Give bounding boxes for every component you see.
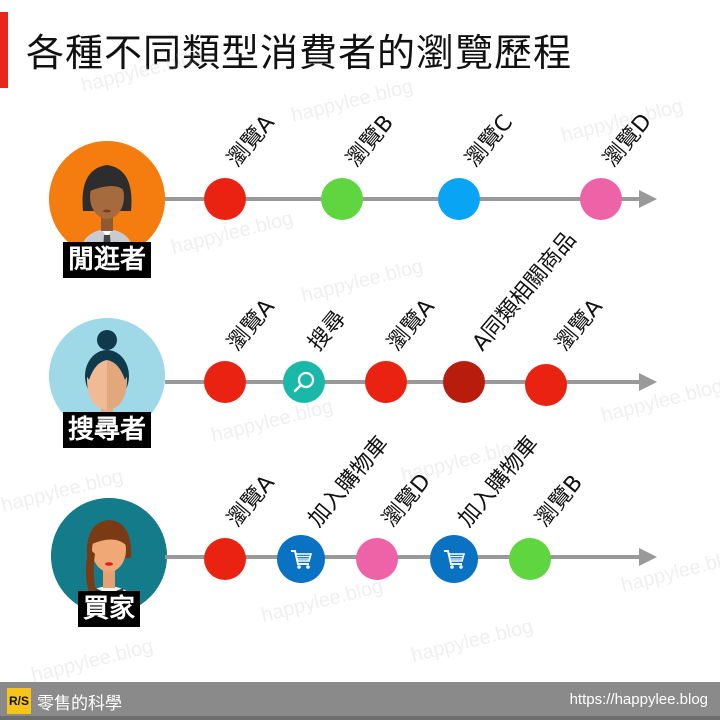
page-title: 各種不同類型消費者的瀏覽歷程 [26, 31, 573, 75]
cart-icon [291, 550, 313, 569]
brand-name: 零售的科學 [37, 694, 122, 714]
watermark: happylee.blog [259, 575, 386, 627]
watermark: happylee.blog [29, 635, 156, 687]
step-label: 加入購物車 [453, 431, 544, 532]
timeline-track [165, 555, 640, 559]
timeline-arrow [639, 548, 657, 566]
step-label: 瀏覽A [382, 294, 440, 356]
step-label: 瀏覽A [222, 294, 280, 356]
step-node-browse-b [509, 538, 551, 580]
step-node-browse-d [356, 538, 398, 580]
step-label: 瀏覽A [222, 110, 280, 172]
watermark: happylee.blog [289, 75, 416, 127]
timeline-arrow [639, 373, 657, 391]
step-node-related-products [443, 361, 485, 403]
watermark: happylee.blog [209, 395, 336, 447]
step-node-browse-a [365, 361, 407, 403]
persona-label-browser: 閒逛者 [63, 242, 152, 278]
timeline-arrow [639, 190, 657, 208]
step-label: 搜尋 [303, 306, 352, 356]
timeline-track [165, 197, 640, 201]
step-label: 瀏覽B [530, 470, 588, 532]
step-node-browse-a [204, 538, 246, 580]
step-label: 瀏覽A [222, 470, 280, 532]
step-node-add-to-cart [277, 535, 325, 583]
step-node-browse-d [580, 178, 622, 220]
step-label: 瀏覽A [550, 294, 608, 356]
step-label: 瀏覽D [598, 109, 658, 172]
brand-logo: R/S [7, 688, 31, 714]
footer-bar: R/S 零售的科學 https://happylee.blog [0, 682, 720, 720]
step-node-browse-a [204, 178, 246, 220]
persona-label-searcher: 搜尋者 [63, 412, 152, 448]
step-node-search [283, 361, 325, 403]
avatar-browser-persona [49, 141, 165, 257]
watermark: happylee.blog [619, 545, 720, 597]
step-node-browse-b [321, 178, 363, 220]
step-label: 瀏覽C [460, 110, 519, 172]
title-accent-bar [0, 12, 8, 88]
watermark: happylee.blog [299, 255, 426, 307]
site-url-link[interactable]: https://happylee.blog [569, 691, 708, 708]
step-label: 瀏覽B [341, 110, 399, 172]
watermark: happylee.blog [409, 615, 536, 667]
persona-label-buyer: 買家 [78, 591, 141, 627]
step-node-browse-c [438, 178, 480, 220]
step-label: 瀏覽D [377, 469, 437, 532]
step-node-browse-a [204, 361, 246, 403]
cart-icon [444, 550, 466, 569]
step-node-add-to-cart [430, 535, 478, 583]
step-node-browse-a [525, 364, 567, 406]
search-icon [293, 371, 315, 393]
